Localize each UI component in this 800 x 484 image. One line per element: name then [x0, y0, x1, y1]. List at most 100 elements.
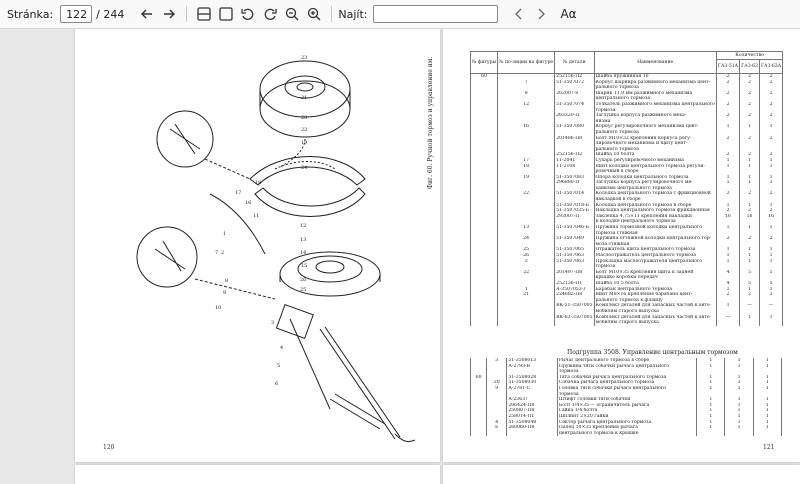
table-cell — [469, 247, 499, 253]
table-cell: 60 — [469, 73, 499, 80]
table-cell — [469, 135, 499, 142]
table-cell — [715, 141, 741, 147]
table-cell: Пружина тормозной колодки центрального — [593, 225, 717, 231]
subgroup-title: Подгруппа 3508. Управление центральным т… — [567, 349, 738, 356]
table-cell: 1 — [758, 174, 784, 181]
find-input[interactable] — [373, 5, 499, 23]
find-next-button[interactable] — [530, 3, 552, 25]
table-cell: 16 — [715, 213, 741, 220]
col-position: № по-зиции на фигуре — [497, 51, 556, 74]
table-cell — [554, 107, 595, 114]
svg-text:3: 3 — [271, 320, 274, 326]
table-row: тормоза — [469, 107, 784, 114]
table-row: центрального тормоза — [469, 96, 784, 102]
table-cell — [469, 191, 499, 198]
table-cell — [554, 146, 595, 153]
table-cell — [469, 107, 499, 114]
table-cell: 1 — [715, 303, 741, 309]
table-cell: 252156-П2 — [554, 73, 595, 80]
table-cell — [715, 320, 741, 326]
zoom-out-button[interactable] — [281, 3, 303, 25]
table-cell — [758, 96, 784, 102]
table-cell: 2 — [758, 79, 784, 86]
table-row: тормоза стяжная — [469, 230, 784, 237]
zoom-in-button[interactable] — [303, 3, 325, 25]
find-prev-button[interactable] — [508, 3, 530, 25]
table-cell — [469, 253, 499, 259]
page-number-right: 121 — [763, 444, 775, 451]
table-cell: 1 — [758, 225, 784, 231]
table-cell — [469, 197, 499, 203]
table-cell — [469, 152, 499, 158]
page-number-left: 120 — [103, 444, 115, 451]
table-cell — [715, 241, 741, 248]
svg-text:2: 2 — [221, 250, 224, 256]
single-page-view-button[interactable] — [215, 3, 237, 25]
table-cell: 2 — [758, 73, 784, 80]
table-cell: 51-3507049 — [554, 236, 595, 242]
table-cell — [469, 241, 499, 248]
table-cell: 51-3507083 — [554, 174, 595, 181]
text-size-button[interactable]: Aα — [560, 7, 577, 21]
table-cell: 51-3508028 — [506, 374, 558, 381]
table-cell: 2 — [758, 101, 784, 108]
prev-page-button[interactable] — [136, 3, 158, 25]
table-cell: Пружина оттяжной колодки центрального то… — [593, 236, 717, 242]
table-row: рального тормоза — [469, 146, 784, 153]
svg-text:26: 26 — [300, 277, 306, 283]
table-cell: 1 — [752, 402, 783, 409]
table-cell: 5 — [758, 269, 784, 276]
table-row: тормоза — [469, 391, 783, 398]
table-cell: 51-3507063 — [554, 258, 595, 265]
next-page-button[interactable] — [158, 3, 180, 25]
table-cell — [758, 275, 784, 281]
table-cell — [469, 275, 499, 281]
table-cell — [469, 303, 499, 309]
col-gaz63a: ГАЗ-63А — [758, 59, 784, 74]
page-number-input[interactable] — [60, 5, 93, 23]
table-cell — [469, 180, 499, 186]
table-cell — [554, 320, 595, 326]
table-cell: 1 — [715, 157, 741, 164]
table-cell — [469, 174, 499, 181]
table-cell: 2 — [758, 152, 784, 158]
table-cell: 2 — [715, 73, 741, 80]
table-cell: 2 — [758, 135, 784, 142]
table-cell — [758, 107, 784, 114]
table-row: рального тормоза — [469, 129, 784, 136]
table-cell — [554, 308, 595, 315]
table-cell: 1 — [758, 202, 784, 209]
table-cell: 1 — [752, 363, 783, 370]
page-total: / 244 — [96, 7, 125, 21]
table-cell — [469, 225, 499, 231]
table-cell — [715, 185, 741, 192]
table-cell: 201486-П8 — [554, 135, 595, 142]
two-page-view-button[interactable] — [193, 3, 215, 25]
table-cell — [469, 163, 499, 170]
table-cell — [696, 430, 726, 437]
table-cell — [715, 197, 741, 203]
table-cell: 1 — [715, 202, 741, 209]
svg-text:22: 22 — [301, 127, 307, 133]
svg-text:8: 8 — [225, 278, 228, 284]
rotate-right-button[interactable] — [259, 3, 281, 25]
table-cell: 1 — [715, 225, 741, 231]
pdf-page-next-left — [75, 465, 440, 484]
table-cell — [554, 118, 595, 125]
table-cell: 1 — [715, 163, 741, 170]
table-cell: 2 — [758, 191, 784, 198]
table-cell — [506, 369, 558, 375]
table-cell — [469, 308, 499, 315]
rotate-left-icon — [241, 8, 254, 20]
table-cell: 252136-П1 — [554, 280, 595, 287]
table-cell: 51-3507018-Б — [554, 202, 595, 209]
rotate-left-button[interactable] — [237, 3, 259, 25]
